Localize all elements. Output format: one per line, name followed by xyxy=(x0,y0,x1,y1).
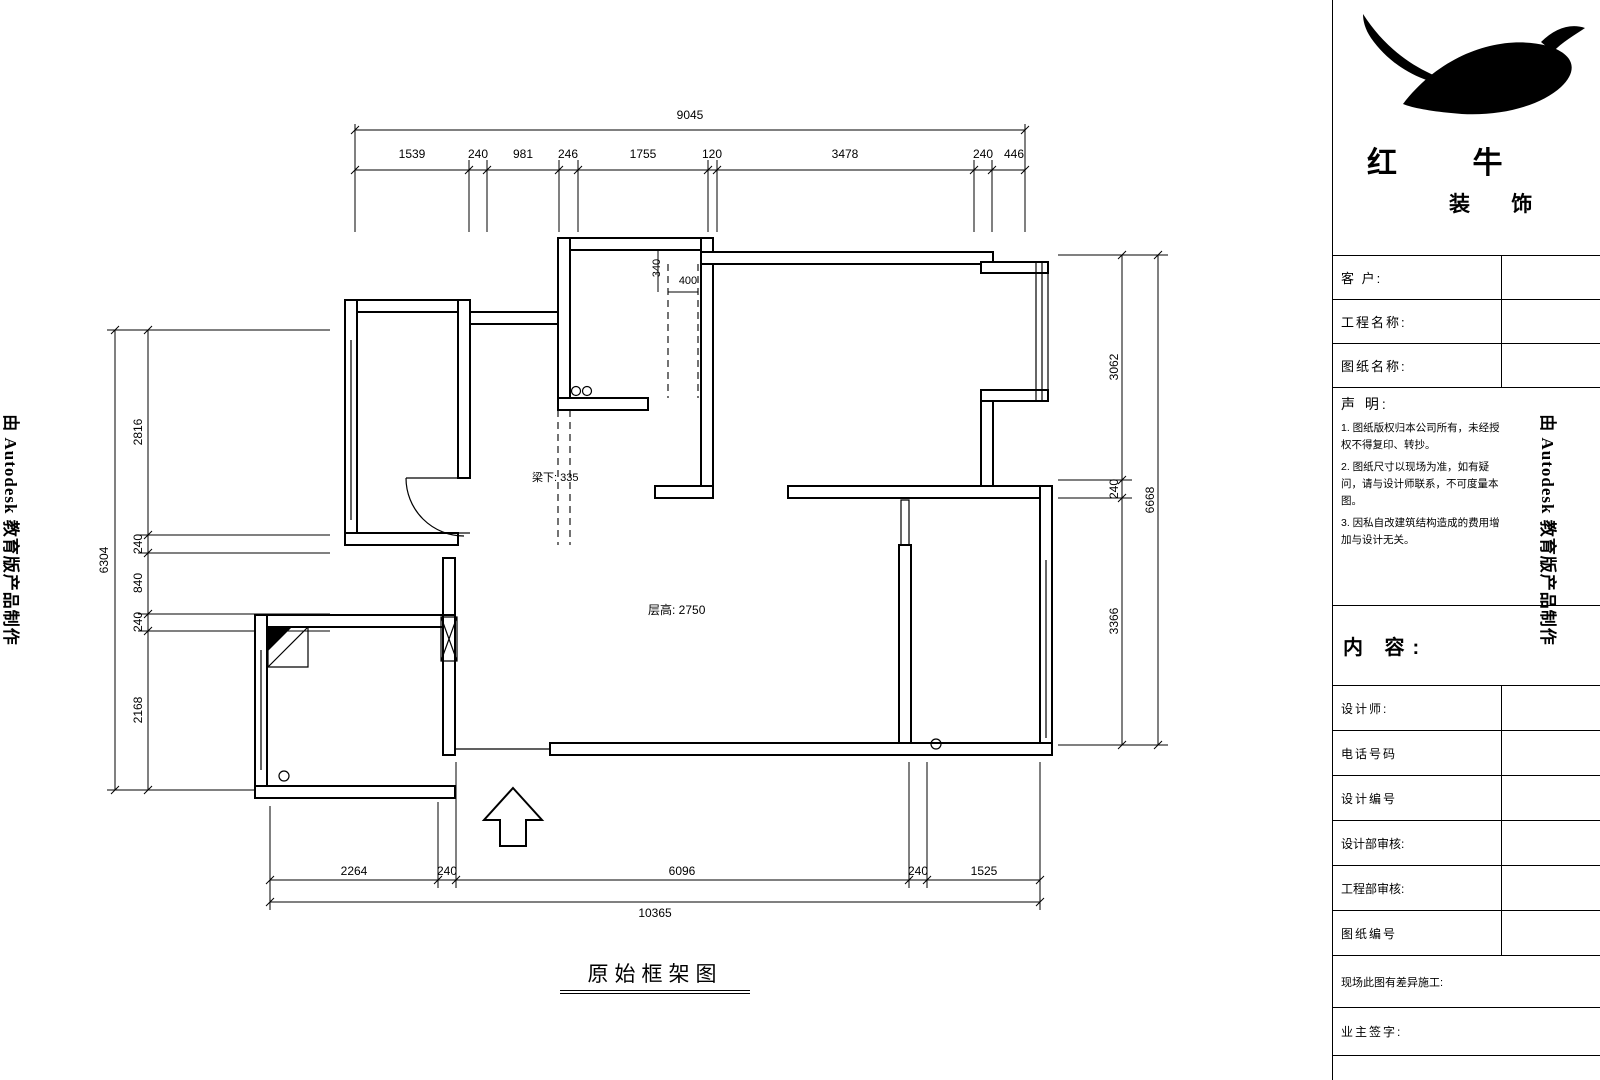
dim-top-seg-0: 1539 xyxy=(398,147,426,161)
walls xyxy=(255,238,1052,798)
dim-top-seg-3: 246 xyxy=(557,147,579,161)
duct-height-label: 340 xyxy=(651,258,663,278)
statement-item: 1. 图纸版权归本公司所有，未经授权不得复印、转抄。 xyxy=(1341,422,1500,452)
sheet-name-label: 图纸名称: xyxy=(1341,359,1407,374)
dim-top-total: 9045 xyxy=(676,108,704,122)
entrance-arrow-icon xyxy=(484,788,542,846)
dim-top-seg-8: 446 xyxy=(1003,147,1025,161)
door-arc xyxy=(406,478,464,536)
dim-top-seg-4: 1755 xyxy=(629,147,657,161)
autodesk-watermark-left: 由 Autodesk 教育版产品制作 xyxy=(1,414,20,646)
sheet-name-value xyxy=(1501,344,1600,387)
titleblock-row-project: 工程名称: xyxy=(1333,300,1600,344)
brand-logo-bull-icon xyxy=(1363,14,1585,115)
titleblock-row-filler xyxy=(1333,1056,1600,1080)
duct-width-label: 400 xyxy=(678,275,698,287)
titleblock-row-designer: 设计师: xyxy=(1333,686,1600,731)
site-note-label: 现场此图有差异施工: xyxy=(1341,976,1444,989)
design-no-label: 设计编号 xyxy=(1341,791,1398,806)
floor-drain-symbols xyxy=(279,387,941,782)
titleblock-logo-cell: 红 牛 装 饰 xyxy=(1333,0,1600,256)
dim-bottom-seg-3: 240 xyxy=(907,864,929,878)
content-label: 内 容: xyxy=(1343,637,1428,659)
dim-bottom-seg-2: 6096 xyxy=(668,864,696,878)
customer-label: 客 户: xyxy=(1341,271,1383,286)
phone-value xyxy=(1501,731,1600,775)
dim-bottom-seg-0: 2264 xyxy=(340,864,368,878)
statement-item: 3. 因私自改建筑结构造成的费用增加与设计无关。 xyxy=(1341,516,1500,546)
design-review-value xyxy=(1501,821,1600,865)
customer-value xyxy=(1501,256,1600,299)
flue-symbols xyxy=(268,617,457,667)
titleblock-row-design-no: 设计编号 xyxy=(1333,776,1600,821)
dim-top-seg-5: 120 xyxy=(701,147,723,161)
dim-top-seg-1: 240 xyxy=(467,147,489,161)
window-lines xyxy=(261,262,1048,770)
phone-label: 电话号码 xyxy=(1341,746,1398,761)
brand-subname: 装 饰 xyxy=(1449,192,1551,216)
project-name-label: 工程名称: xyxy=(1341,315,1407,330)
drawing-title: 原始框架图 xyxy=(560,958,750,994)
floor-height-label: 层高: 2750 xyxy=(648,603,706,617)
dim-left-seg-4: 2168 xyxy=(131,696,145,724)
titleblock-row-eng-review: 工程部审核: xyxy=(1333,866,1600,911)
dim-bottom-total: 10365 xyxy=(638,906,672,920)
designer-label: 设计师: xyxy=(1341,701,1389,716)
dim-top-seg-7: 240 xyxy=(972,147,994,161)
eng-review-label: 工程部审核: xyxy=(1341,881,1405,896)
designer-value xyxy=(1501,686,1600,730)
titleblock-row-sheet-no: 图纸编号 xyxy=(1333,911,1600,956)
dim-left-seg-3: 240 xyxy=(131,611,145,633)
dim-right-seg-1: 240 xyxy=(1107,478,1121,500)
eng-review-value xyxy=(1501,866,1600,910)
dim-bottom-seg-4: 1525 xyxy=(970,864,998,878)
dim-right-seg-0: 3062 xyxy=(1107,353,1121,381)
titleblock-row-customer: 客 户: xyxy=(1333,256,1600,300)
dim-bottom-seg-1: 240 xyxy=(436,864,458,878)
dim-left-seg-0: 2816 xyxy=(131,418,145,446)
design-review-label: 设计部审核: xyxy=(1341,836,1405,851)
design-no-value xyxy=(1501,776,1600,820)
dim-top-seg-2: 981 xyxy=(512,147,534,161)
dim-right-seg-2: 3366 xyxy=(1107,607,1121,635)
beam-dashed-lines xyxy=(558,264,698,545)
titleblock: 红 牛 装 饰 客 户: 工程名称: 图纸名称: 声 明: 1. 图纸版权归本公… xyxy=(1332,0,1600,1080)
brand-name: 红 牛 xyxy=(1367,147,1537,180)
dim-left-total: 6304 xyxy=(97,546,111,574)
titleblock-row-statement: 声 明: 1. 图纸版权归本公司所有，未经授权不得复印、转抄。 2. 图纸尺寸以… xyxy=(1333,388,1600,606)
titleblock-row-sheet: 图纸名称: xyxy=(1333,344,1600,388)
owner-sign-label: 业主签字: xyxy=(1341,1025,1403,1039)
statement-item: 2. 图纸尺寸以现场为准，如有疑问，请与设计师联系，不可度量本图。 xyxy=(1341,460,1499,508)
project-name-value xyxy=(1501,300,1600,343)
dimension-lines xyxy=(107,124,1168,910)
titleblock-row-content: 内 容: xyxy=(1333,606,1600,686)
titleblock-row-site-note: 现场此图有差异施工: xyxy=(1333,956,1600,1008)
dim-top-seg-6: 3478 xyxy=(831,147,859,161)
titleblock-row-design-review: 设计部审核: xyxy=(1333,821,1600,866)
beam-note-label: 梁下: 335 xyxy=(532,472,579,484)
sheet-no-label: 图纸编号 xyxy=(1341,926,1398,941)
titleblock-row-phone: 电话号码 xyxy=(1333,731,1600,776)
statement-label: 声 明: xyxy=(1341,396,1389,412)
titleblock-row-owner-sign: 业主签字: xyxy=(1333,1008,1600,1056)
sheet-no-value xyxy=(1501,911,1600,955)
dim-right-total: 6668 xyxy=(1143,486,1157,514)
